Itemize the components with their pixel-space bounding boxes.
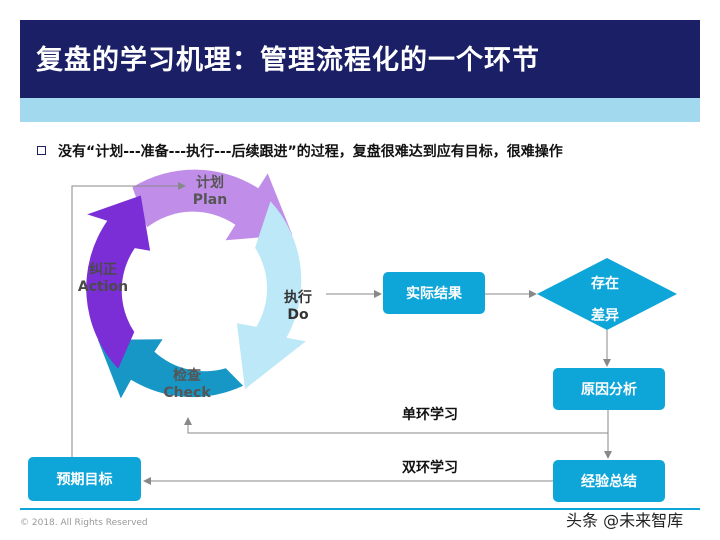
actual-result-box: 实际结果 xyxy=(383,272,485,314)
check-arrow xyxy=(98,339,244,399)
footer-line xyxy=(20,508,700,510)
bullet-text: 没有“计划---准备---执行---后续跟进”的过程，复盘很难达到应有目标，很难… xyxy=(58,144,563,160)
header-bar: 复盘的学习机理：管理流程化的一个环节 xyxy=(20,20,700,98)
action-arrow xyxy=(86,195,151,369)
single-loop-label: 单环学习 xyxy=(402,407,458,423)
difference-diamond xyxy=(537,258,677,330)
copyright-text: © 2018. All Rights Reserved xyxy=(20,518,148,528)
page-title: 复盘的学习机理：管理流程化的一个环节 xyxy=(36,45,540,76)
do-label: 执行 Do xyxy=(284,290,312,323)
double-loop-label: 双环学习 xyxy=(402,460,458,476)
check-label: 检查 Check xyxy=(163,368,211,401)
target-box: 预期目标 xyxy=(28,457,141,501)
header-band xyxy=(20,98,700,122)
do-arrow xyxy=(236,201,306,389)
root-cause-box: 原因分析 xyxy=(553,368,665,410)
plan-arrow xyxy=(132,169,293,241)
target-to-plan-line xyxy=(71,182,186,457)
difference-label: 存在 差异 xyxy=(591,276,619,324)
single-loop-line xyxy=(184,417,608,434)
action-label: 纠正 Action xyxy=(77,262,129,295)
bullet-marker xyxy=(37,146,46,155)
watermark-text: 头条 @未来智库 xyxy=(566,511,684,530)
lessons-box: 经验总结 xyxy=(553,460,665,502)
plan-label: 计划 Plan xyxy=(192,175,228,208)
